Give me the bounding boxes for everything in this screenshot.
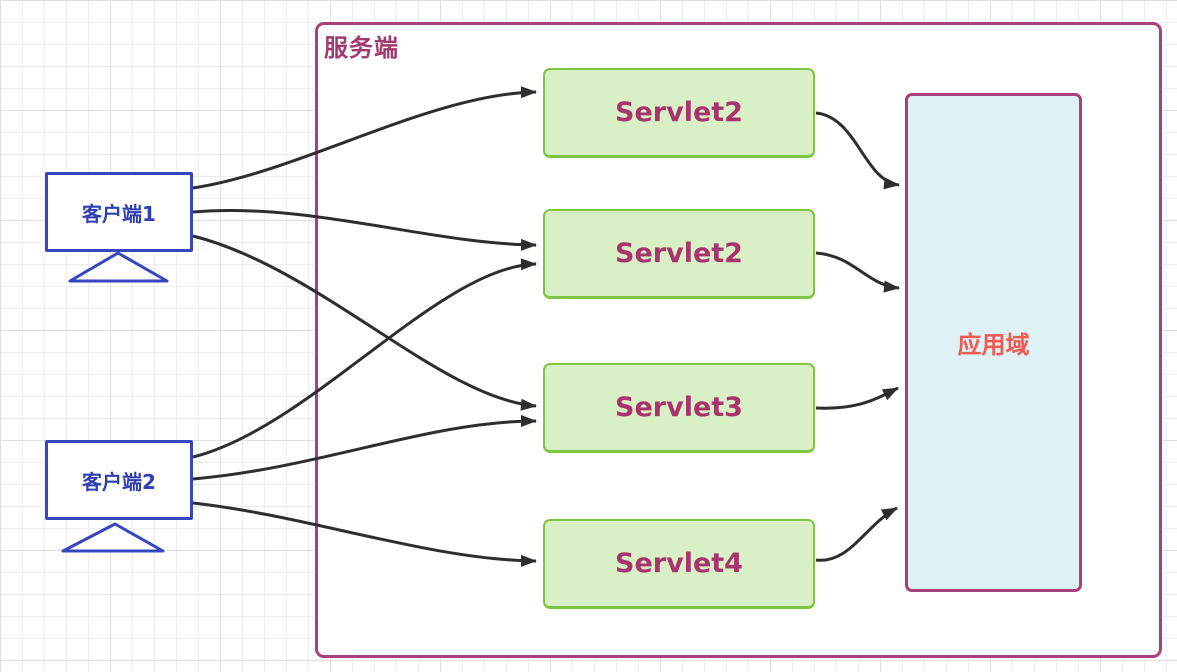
server-label: 服务端 [324,34,399,62]
monitor-stand-icon [68,251,169,283]
servlet-label-2: Servlet2 [615,238,743,269]
servlet-label-3: Servlet3 [615,392,743,423]
servlet-node-4: Servlet4 [543,519,815,609]
client-node-2: 客户端2 [45,440,193,520]
app-domain-node: 应用域 [905,93,1082,592]
client-node-1: 客户端1 [45,172,193,252]
servlet-label-4: Servlet4 [615,548,743,579]
client-label-1: 客户端1 [82,201,156,226]
app-domain-label: 应用域 [957,331,1030,359]
servlet-node-3: Servlet3 [543,363,815,453]
servlet-node-2: Servlet2 [543,209,815,299]
monitor-stand-icon [61,522,165,553]
client-label-2: 客户端2 [82,469,156,494]
servlet-label-1: Servlet2 [615,97,743,128]
servlet-node-1: Servlet2 [543,68,815,158]
